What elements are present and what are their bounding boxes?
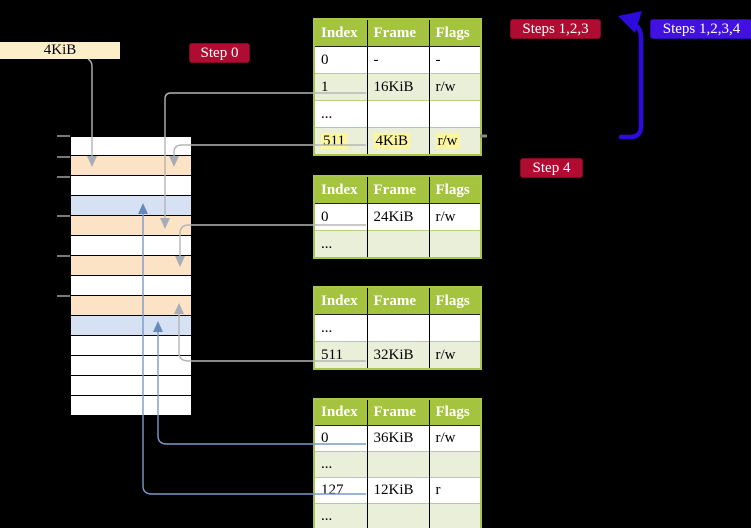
memory-row-12-white <box>70 356 192 376</box>
memory-row-5-orange <box>70 216 192 236</box>
index-cell: ... <box>314 503 367 528</box>
memory-row-11-white <box>70 336 192 356</box>
step4-badge: Step 4 <box>520 158 583 178</box>
memory-column <box>70 136 192 416</box>
frame-size-label: 4KiB <box>0 42 120 59</box>
index-cell: 0 <box>321 208 329 225</box>
steps-1234-badge: Steps 1,2,3,4 <box>650 19 751 39</box>
column-header: Flags <box>428 19 481 47</box>
table-row: ... <box>314 451 481 478</box>
flags-cell: r/w <box>428 73 481 101</box>
table-row: 0 - - <box>314 46 481 74</box>
flags-cell: r/w <box>428 341 481 369</box>
flags-cell: r/w <box>428 203 481 231</box>
column-header: Index <box>314 19 367 47</box>
memory-address-tick <box>57 215 70 217</box>
memory-row-3-white <box>70 176 192 196</box>
frame-cell <box>366 230 429 258</box>
frame-cell <box>366 100 429 128</box>
memory-row-6-white <box>70 236 192 256</box>
steps-123-badge: Steps 1,2,3 <box>510 19 601 39</box>
table-row: 127 12KiB r <box>314 477 481 504</box>
memory-row-13-white <box>70 376 192 396</box>
flags-cell: r/w <box>428 127 481 155</box>
table-row: ... <box>314 503 481 528</box>
index-cell: ... <box>314 451 367 478</box>
frame-cell: 16KiB <box>366 73 429 101</box>
flags-cell <box>428 503 481 528</box>
memory-row-7-orange <box>70 256 192 276</box>
table-row: 1 16KiB r/w <box>314 73 481 101</box>
flags-cell: r <box>428 477 481 504</box>
memory-row-2-orange <box>70 156 192 176</box>
index-cell: 511 <box>314 127 367 155</box>
table-header-row: Index Frame Flags <box>314 19 481 47</box>
flags-cell <box>428 451 481 478</box>
flags-cell <box>428 314 481 342</box>
memory-row-10-blue <box>70 316 192 336</box>
memory-row-8-white <box>70 276 192 296</box>
flags-cell <box>428 100 481 128</box>
memory-address-tick <box>57 135 70 137</box>
memory-address-tick <box>57 255 70 257</box>
flags-cell: r/w <box>428 425 481 452</box>
table-row: 0 36KiB r/w <box>314 425 481 452</box>
column-header: Frame <box>366 399 429 426</box>
table-header-row: Index Frame Flags <box>314 287 481 315</box>
index-cell: 0 <box>321 430 329 446</box>
column-header: Frame <box>366 176 429 204</box>
table-row: ... <box>314 314 481 342</box>
index-cell: 511 <box>314 341 367 369</box>
highlighted-value: r/w <box>435 132 460 149</box>
index-cell: ... <box>314 100 367 128</box>
memory-row-14-white <box>70 396 192 416</box>
table-row: 0 24KiB r/w <box>314 203 481 231</box>
index-cell: 0 <box>321 51 329 68</box>
memory-address-tick <box>57 176 70 178</box>
table-row: ... <box>314 230 481 258</box>
column-header: Flags <box>428 287 481 315</box>
frame-cell <box>366 314 429 342</box>
index-cell: 1 <box>314 73 367 101</box>
page-table-4: Index Frame Flags 0 36KiB r/w ... 127 12… <box>313 398 482 528</box>
table-row: 511 32KiB r/w <box>314 341 481 369</box>
column-header: Index <box>314 399 367 426</box>
page-table-2: Index Frame Flags 0 24KiB r/w ... <box>313 175 482 259</box>
column-header: Frame <box>366 19 429 47</box>
memory-row-9-orange <box>70 296 192 316</box>
frame-cell: 4KiB <box>366 127 429 155</box>
column-header: Index <box>314 287 367 315</box>
memory-row-1-white <box>70 136 192 156</box>
table-row: ... <box>314 100 481 128</box>
frame-cell <box>366 503 429 528</box>
frame-cell <box>366 451 429 478</box>
flags-cell <box>428 230 481 258</box>
highlighted-value: 4KiB <box>373 132 411 149</box>
memory-address-tick <box>57 295 70 297</box>
flags-cell: - <box>428 46 481 74</box>
table-header-row: Index Frame Flags <box>314 399 481 426</box>
column-header: Frame <box>366 287 429 315</box>
index-cell: ... <box>321 319 333 336</box>
index-cell: 127 <box>314 477 367 504</box>
steps-loop-arrow <box>618 11 644 140</box>
frame-cell: 12KiB <box>366 477 429 504</box>
memory-address-tick <box>57 156 70 158</box>
column-header: Index <box>314 176 367 204</box>
step0-badge: Step 0 <box>189 43 250 63</box>
frame-cell: 36KiB <box>366 425 429 452</box>
table-header-row: Index Frame Flags <box>314 176 481 204</box>
frame-cell: 32KiB <box>366 341 429 369</box>
page-table-3: Index Frame Flags ... 511 32KiB r/w <box>313 286 482 370</box>
page-table-1: Index Frame Flags 0 - - 1 16KiB r/w ... <box>313 18 482 156</box>
highlighted-value: 511 <box>321 132 347 149</box>
column-header: Flags <box>428 399 481 426</box>
table-row-highlighted: 511 4KiB r/w <box>314 127 481 155</box>
column-header: Flags <box>428 176 481 204</box>
frame-cell: - <box>366 46 429 74</box>
index-cell: ... <box>314 230 367 258</box>
memory-row-4-blue <box>70 196 192 216</box>
frame-cell: 24KiB <box>366 203 429 231</box>
